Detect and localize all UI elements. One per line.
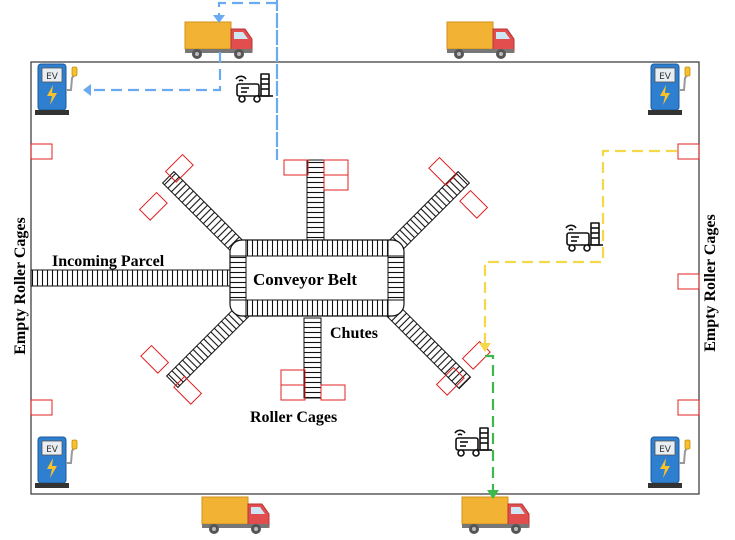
roller-cage [164, 153, 194, 183]
roller-cage [323, 174, 349, 191]
arrow-head [479, 343, 491, 352]
roller-cage [283, 159, 309, 176]
conveyor-belt [229, 239, 405, 317]
agv-robot-icon [565, 222, 604, 252]
ev-charger-icon [647, 63, 691, 116]
truck-icon [446, 21, 515, 60]
roller-cage [677, 273, 700, 290]
chutes [161, 159, 472, 399]
roller-cage [320, 384, 346, 401]
chute-lower-left [165, 304, 250, 389]
roller-cage [323, 159, 349, 176]
path-blue-truck [217, 0, 279, 160]
incoming-belt [30, 269, 233, 287]
empty-roller-cages-right-label: Empty Roller Cages [702, 214, 719, 351]
roller-cage [280, 369, 306, 386]
roller-cages-label: Roller Cages [250, 409, 337, 426]
path-blue-charger [88, 52, 222, 92]
conveyor-belt-label: Conveyor Belt [253, 270, 357, 289]
roller-cages [30, 143, 700, 416]
roller-cage [677, 143, 700, 160]
ev-charger-icon [34, 436, 78, 489]
truck-icon [461, 496, 530, 535]
roller-cage [428, 156, 458, 186]
roller-cage [30, 399, 53, 416]
roller-cage [138, 191, 168, 221]
chutes-label: Chutes [330, 325, 378, 342]
chute-bottom [303, 317, 322, 399]
agv-robot-icon [454, 427, 493, 457]
incoming-parcel-label: Incoming Parcel [52, 253, 165, 270]
chute-lower-right [385, 303, 472, 390]
roller-cage [677, 399, 700, 416]
roller-cage [30, 143, 53, 160]
roller-cage [173, 375, 203, 405]
agv-robot-icon [235, 73, 274, 103]
ev-charger-icon [34, 63, 78, 116]
roller-cage [435, 366, 465, 396]
path-yellow [483, 149, 677, 346]
arrow-head [487, 490, 499, 499]
chute-upper-left [161, 170, 246, 255]
chute-top [306, 159, 325, 243]
path-green [485, 354, 495, 492]
truck-icon [201, 496, 270, 535]
roller-cage [459, 189, 489, 219]
ev-charger-icon [647, 436, 691, 489]
chute-upper-right [386, 170, 471, 255]
arrow-head [213, 15, 225, 23]
arrow-head [83, 84, 91, 96]
robot-paths [88, 0, 677, 492]
roller-cage [280, 384, 306, 401]
empty-roller-cages-left-label: Empty Roller Cages [12, 217, 29, 354]
roller-cage [140, 344, 170, 374]
truck-icon [184, 21, 253, 60]
